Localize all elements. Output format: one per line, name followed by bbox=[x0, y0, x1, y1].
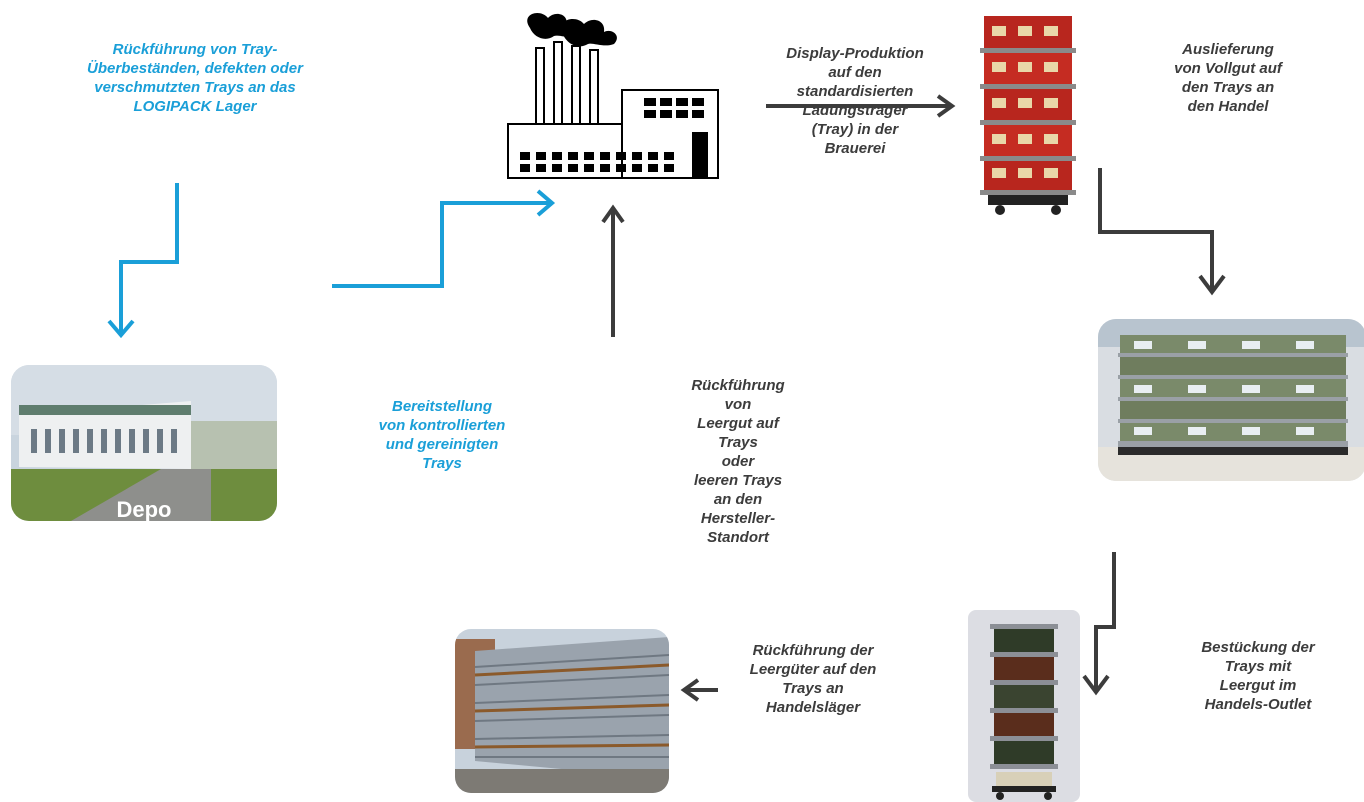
arrow-to-depot bbox=[107, 183, 179, 339]
arrow-display-to-market bbox=[1098, 168, 1226, 296]
label-provision: Bereitstellung von kontrollierten und ge… bbox=[378, 398, 506, 472]
factory-icon bbox=[507, 13, 719, 179]
depot-caption: Depo bbox=[116, 497, 172, 521]
label-display-production: Display-Produktion auf den standardisier… bbox=[786, 45, 924, 157]
retail-display-image bbox=[1098, 319, 1364, 481]
depot-building-image: Depo bbox=[11, 365, 277, 521]
warehouse-stack-image bbox=[455, 629, 669, 793]
arrow-return-to-factory bbox=[601, 204, 625, 337]
empties-tray-tower-image bbox=[968, 610, 1080, 802]
arrow-factory-to-display bbox=[766, 94, 956, 118]
label-return-empties: Rückführung von Leergut auf Trays oder l… bbox=[691, 377, 785, 546]
label-delivery: Auslieferung von Vollgut auf den Trays a… bbox=[1174, 41, 1282, 115]
arrow-to-warehouse bbox=[680, 678, 718, 702]
label-return-overstock: Rückführung von Tray- Überbeständen, def… bbox=[87, 41, 303, 115]
label-return-warehouse: Rückführung der Leergüter auf den Trays … bbox=[749, 642, 877, 716]
beer-display-tower-image bbox=[978, 12, 1078, 218]
arrow-depot-to-factory bbox=[332, 189, 556, 288]
arrow-market-to-empties bbox=[1082, 552, 1116, 696]
label-loading: Bestückung der Trays mit Leergut im Hand… bbox=[1201, 639, 1315, 713]
